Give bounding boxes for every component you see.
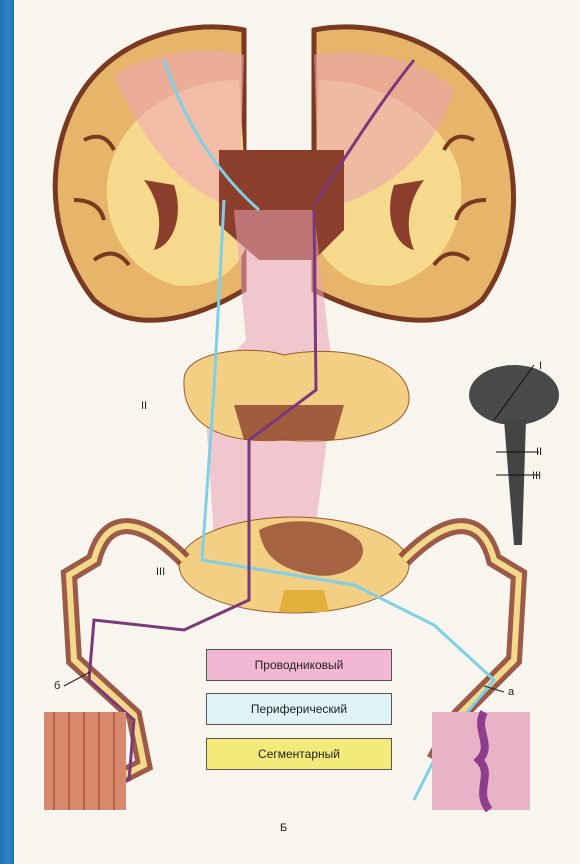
legend-conduction-label: Проводниковый <box>255 658 344 672</box>
level-3-label: III <box>532 470 541 482</box>
legend-segmental: Сегментарный <box>206 738 392 770</box>
legend-peripheral-label: Периферический <box>251 702 347 716</box>
legend-conduction: Проводниковый <box>206 649 392 681</box>
small-brain-icon <box>469 365 559 545</box>
level-3-main-label: III <box>156 566 165 578</box>
legend-peripheral: Периферический <box>206 693 392 725</box>
figure-letter-label: Б <box>280 822 287 834</box>
level-2-main-label: II <box>141 400 147 412</box>
level-2-label: II <box>536 446 542 458</box>
nervous-system-diagram <box>14 0 580 864</box>
letter-b-label: б <box>54 680 60 692</box>
spinal-cord-slice <box>179 517 409 613</box>
letter-a-label: а <box>508 686 514 698</box>
diagram-page: I II III II III а б Б Проводниковый Пери… <box>14 0 580 864</box>
level-1-label: I <box>539 360 542 372</box>
brainstem-slice <box>184 350 409 441</box>
legend-segmental-label: Сегментарный <box>258 747 340 761</box>
